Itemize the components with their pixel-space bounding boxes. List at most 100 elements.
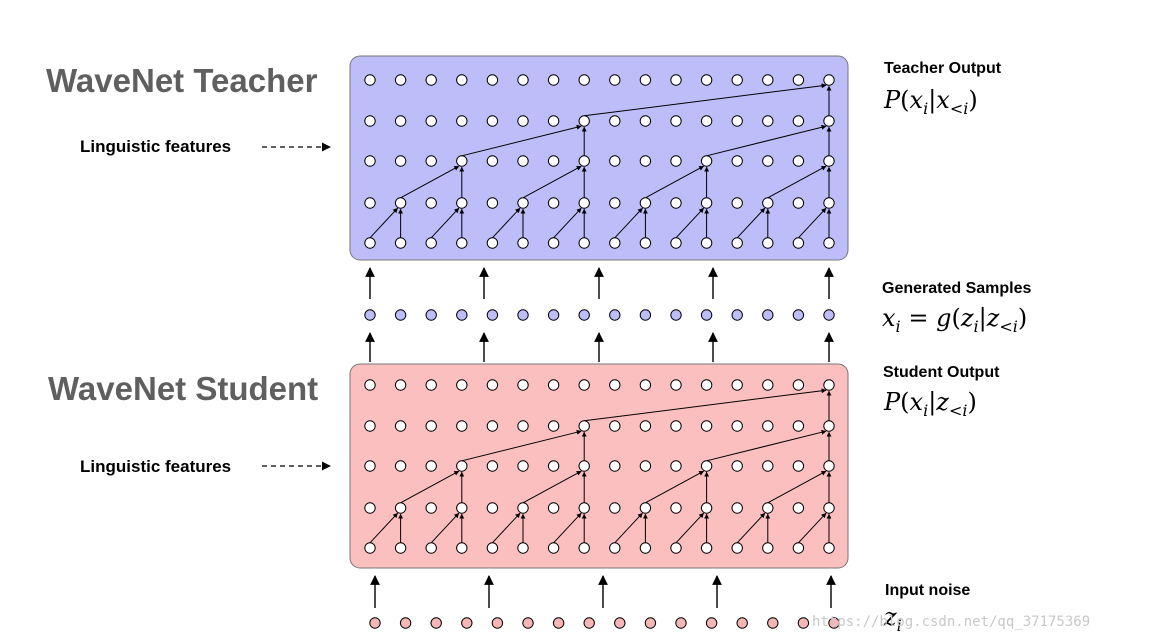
noise-sample	[675, 617, 687, 629]
teacher-node	[517, 74, 529, 86]
student-output-formula: P(xi|z<i)	[884, 388, 977, 420]
student-node	[578, 502, 590, 514]
teacher-node	[578, 115, 590, 127]
student-node	[364, 420, 376, 432]
student-node	[670, 460, 682, 472]
generated-sample	[425, 309, 437, 321]
student-edge-dilated	[736, 512, 766, 544]
noise-sample	[461, 617, 473, 629]
teacher-node	[609, 74, 621, 86]
student-node	[731, 420, 743, 432]
teacher-node	[394, 115, 407, 127]
student-node	[792, 502, 805, 514]
student-node	[425, 502, 437, 514]
student-node	[456, 542, 468, 554]
student-node	[394, 460, 407, 472]
teacher-edge-dilated	[675, 207, 704, 239]
teacher-node	[670, 237, 682, 249]
student-title: WaveNet Student	[48, 370, 319, 407]
teacher-node	[547, 74, 560, 86]
teacher-node	[486, 74, 499, 86]
student-node	[578, 542, 590, 554]
teacher-node	[609, 115, 621, 127]
student-node	[609, 502, 621, 514]
student-node	[731, 379, 743, 391]
teacher-output-formula: P(xi|x<i)	[884, 86, 978, 118]
student-node	[639, 460, 652, 472]
teacher-node	[731, 197, 743, 209]
student-node	[578, 379, 590, 391]
teacher-node	[547, 115, 560, 127]
teacher-edge-dilated	[400, 165, 460, 199]
teacher-node	[670, 74, 682, 86]
student-edge-dilated	[400, 470, 460, 504]
noise-sample	[552, 617, 565, 629]
student-node	[425, 542, 437, 554]
student-edge-dilated	[767, 470, 827, 504]
generated-sample	[639, 309, 652, 321]
teacher-node	[364, 115, 376, 127]
teacher-node	[394, 197, 407, 209]
teacher-node	[364, 74, 376, 86]
generated-sample	[609, 309, 621, 321]
teacher-node	[425, 197, 437, 209]
teacher-node	[517, 237, 529, 249]
student-node	[731, 542, 743, 554]
teacher-node	[425, 155, 437, 167]
noise-sample	[583, 617, 595, 629]
student-node	[731, 502, 743, 514]
connection-edges	[369, 83, 832, 544]
teacher-node	[700, 115, 713, 127]
student-edge-dilated	[675, 512, 704, 544]
student-node	[823, 379, 835, 391]
teacher-node	[394, 155, 407, 167]
teacher-node	[609, 237, 621, 249]
student-node	[670, 379, 682, 391]
generated-sample	[731, 309, 743, 321]
student-output-label: Student Output	[883, 364, 1000, 381]
teacher-node	[700, 237, 713, 249]
student-edge-dilated	[645, 470, 705, 504]
teacher-node	[364, 237, 376, 249]
teacher-node	[486, 237, 499, 249]
generated-sample	[792, 309, 805, 321]
teacher-node	[578, 155, 590, 167]
teacher-node	[823, 155, 835, 167]
generated-sample	[486, 309, 499, 321]
teacher-node	[517, 115, 529, 127]
student-node	[792, 420, 805, 432]
teacher-node	[486, 155, 499, 167]
student-node	[364, 502, 376, 514]
teacher-node	[792, 155, 805, 167]
teacher-edge-dilated	[706, 124, 827, 157]
student-node	[486, 542, 499, 554]
student-node	[486, 460, 499, 472]
teacher-node	[456, 237, 468, 249]
teacher-node	[762, 197, 774, 209]
teacher-node	[762, 74, 774, 86]
noise-sample	[736, 617, 748, 629]
watermark-text: https://blog.csdn.net/qq_37175369	[812, 614, 1091, 630]
generated-sample	[364, 309, 376, 321]
student-node	[456, 460, 468, 472]
student-edge-dilated	[706, 429, 827, 462]
student-node	[456, 379, 468, 391]
teacher-node	[609, 155, 621, 167]
student-node	[517, 542, 529, 554]
noise-sample	[399, 617, 412, 629]
noise-sample	[491, 617, 504, 629]
student-node	[731, 460, 743, 472]
teacher-node	[456, 197, 468, 209]
student-node	[517, 502, 529, 514]
teacher-node	[823, 74, 835, 86]
teacher-node	[762, 115, 774, 127]
teacher-node	[425, 74, 437, 86]
student-edge-dilated	[553, 512, 582, 544]
teacher-node	[670, 197, 682, 209]
input-noise-formula: zi	[884, 603, 902, 635]
teacher-node	[547, 197, 560, 209]
teacher-output-label: Teacher Output	[884, 60, 1002, 77]
student-node	[762, 542, 774, 554]
teacher-node	[700, 155, 713, 167]
generated-sample	[670, 309, 682, 321]
